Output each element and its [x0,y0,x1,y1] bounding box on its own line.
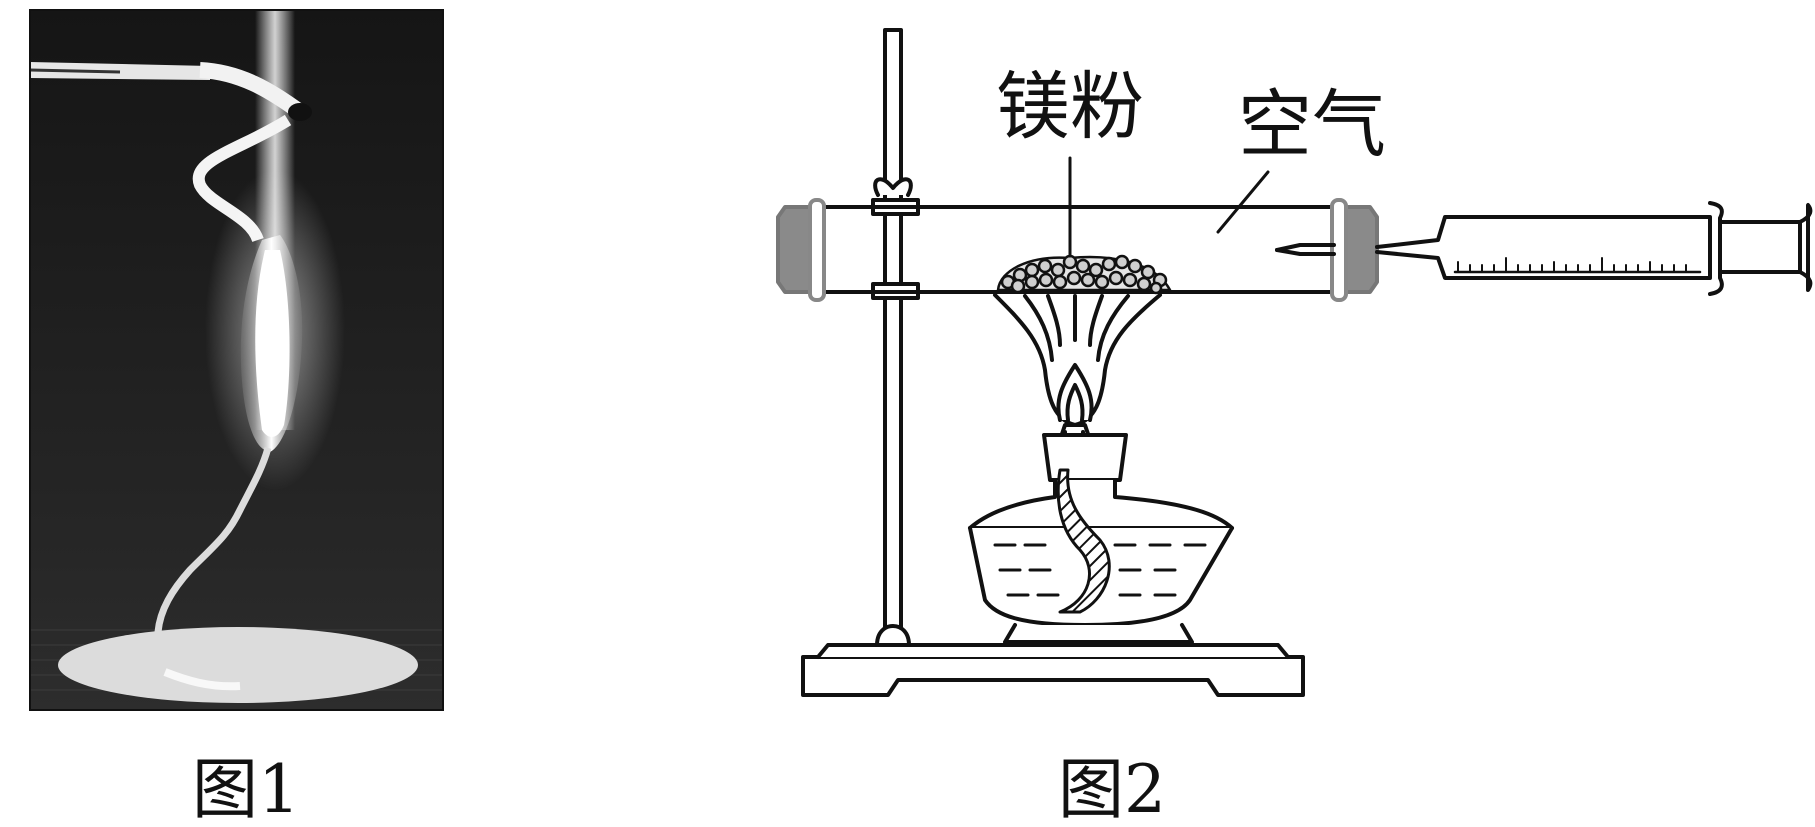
figure-2: 镁粉 空气 [776,28,1813,697]
figure-2-caption: 图2 [1058,751,1166,827]
burner-flame [993,293,1162,427]
magnesium-ribbon-photo [29,9,444,711]
glass-tube [776,198,1379,302]
magnesium-powder-label: 镁粉 [996,64,1144,150]
air-label: 空气 [1238,82,1386,168]
alcohol-lamp [968,423,1234,644]
figure-1: 图1 [29,9,444,827]
air-leader [1216,170,1270,234]
magnesium-powder-pile [996,254,1172,295]
figure-1-caption: 图1 [192,751,300,827]
syringe [1375,201,1813,296]
